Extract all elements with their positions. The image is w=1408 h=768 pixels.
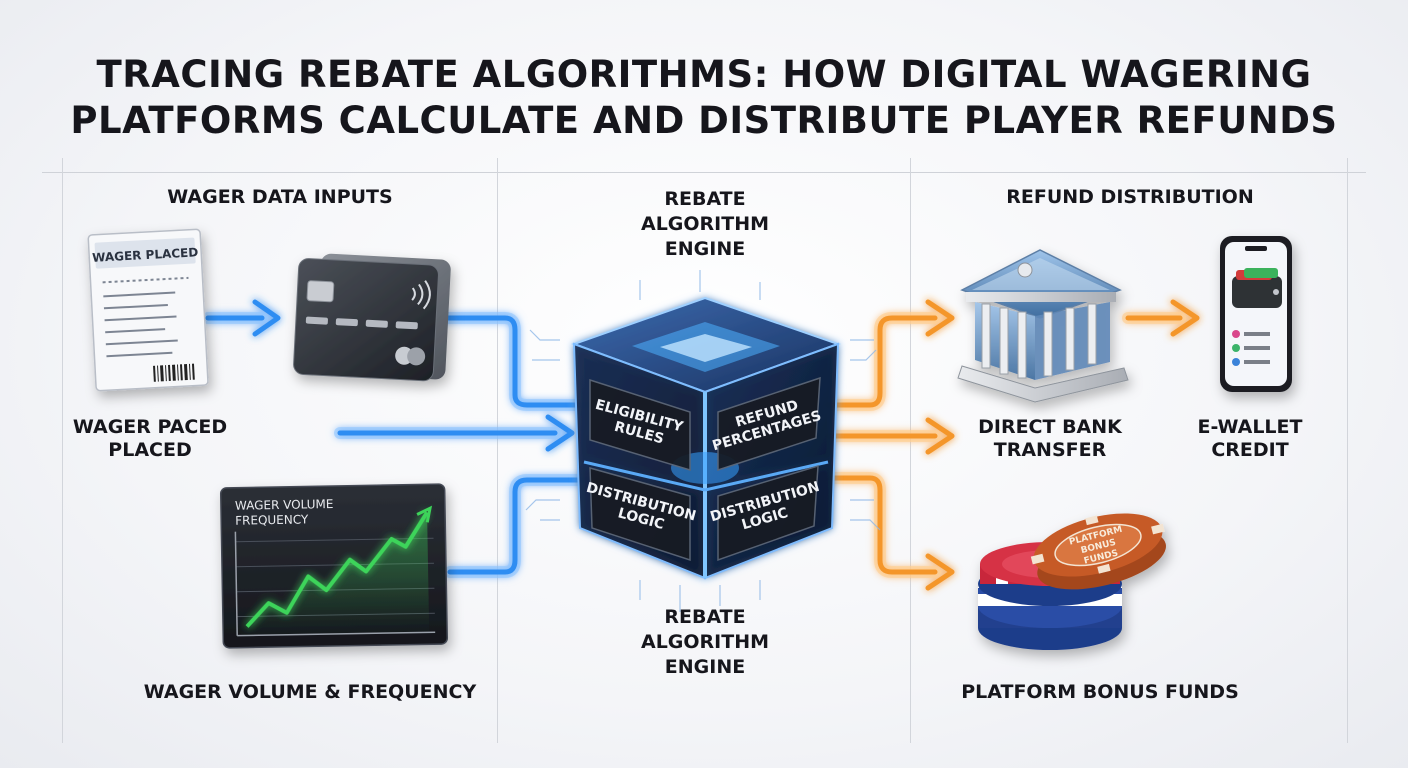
chips-label: PLATFORM BONUS FUNDS — [930, 681, 1270, 704]
bank-label: DIRECT BANK TRANSFER — [960, 416, 1140, 462]
engine-heading-line-1: REBATE — [590, 187, 820, 212]
chart-title-line-2: FREQUENCY — [235, 512, 309, 527]
engine-bottom-line-3: ENGINE — [590, 655, 820, 680]
inputs-heading: WAGER DATA INPUTS — [120, 186, 440, 209]
engine-bottom-line-2: ALGORITHM — [590, 630, 820, 655]
smartphone-wallet-icon — [1220, 236, 1292, 392]
engine-heading: REBATE ALGORITHM ENGINE — [590, 187, 820, 262]
engine-bottom-label: REBATE ALGORITHM ENGINE — [590, 605, 820, 680]
ticket-label-line-1: WAGER PACED — [60, 416, 240, 439]
volume-label: WAGER VOLUME & FREQUENCY — [120, 681, 500, 704]
wallet-label: E-WALLET CREDIT — [1180, 416, 1320, 462]
ticket-label: WAGER PACED PLACED — [60, 416, 240, 462]
engine-heading-line-3: ENGINE — [590, 237, 820, 262]
bank-building-icon — [958, 250, 1128, 402]
rebate-engine-cube: ELIGIBILITY RULES REFUND PERCENTAGES DIS… — [526, 270, 880, 612]
bank-label-line-1: DIRECT BANK — [960, 416, 1140, 439]
volume-chart-panel: WAGER VOLUME FREQUENCY — [221, 484, 448, 648]
engine-bottom-line-1: REBATE — [590, 605, 820, 630]
distribution-heading: REFUND DISTRIBUTION — [960, 186, 1300, 209]
payment-card-icon — [293, 252, 451, 382]
wager-ticket-icon: WAGER PLACED — [88, 229, 208, 391]
wallet-label-line-2: CREDIT — [1180, 439, 1320, 462]
chart-title-line-1: WAGER VOLUME — [235, 497, 334, 513]
bank-label-line-2: TRANSFER — [960, 439, 1140, 462]
wallet-label-line-1: E-WALLET — [1180, 416, 1320, 439]
casino-chips-icon: PLATFORM BONUS FUNDS — [978, 500, 1174, 650]
engine-heading-line-2: ALGORITHM — [590, 212, 820, 237]
ticket-label-line-2: PLACED — [60, 439, 240, 462]
